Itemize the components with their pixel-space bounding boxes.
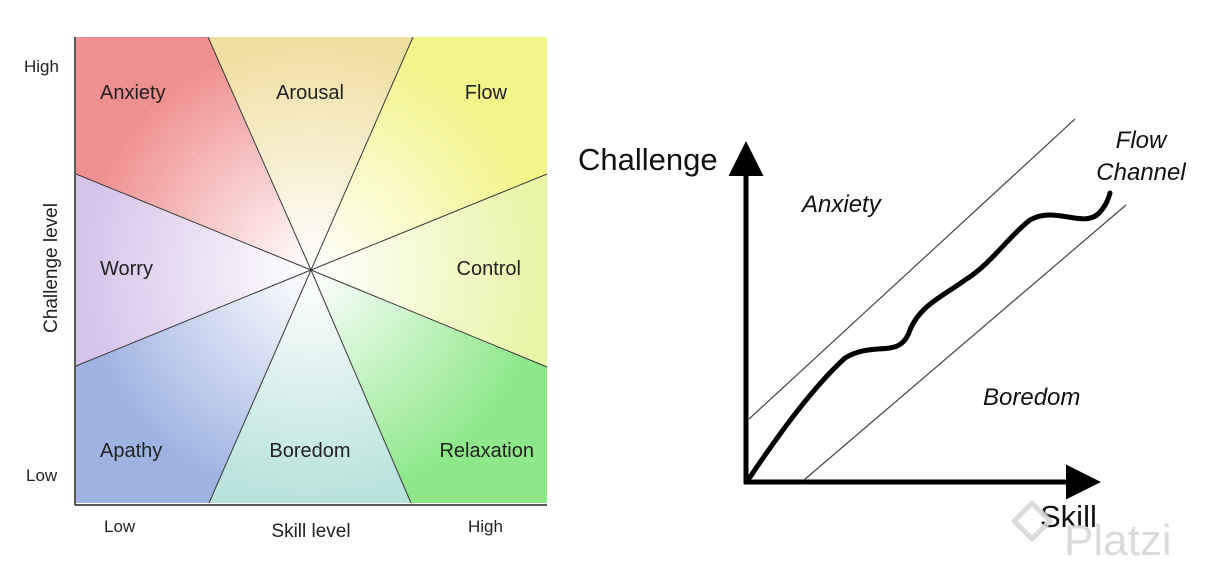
skill-axis-label: Skill — [1040, 499, 1097, 534]
zone-dividers — [75, 36, 548, 504]
left-flow-model: Anxiety Arousal Flow Worry Control Apath… — [24, 36, 548, 542]
right-flow-channel: Challenge Skill Anxiety Boredom Flow Cha… — [578, 118, 1186, 534]
zone-label-boredom: Boredom — [269, 440, 350, 462]
platzi-watermark: Platzi — [1011, 500, 1172, 565]
y-axis-high-label: High — [24, 57, 59, 76]
zone-label-worry: Worry — [100, 258, 153, 280]
zone-label-anxiety: Anxiety — [100, 82, 166, 104]
zone-label-relaxation: Relaxation — [439, 440, 534, 462]
anxiety-region-label: Anxiety — [800, 191, 883, 218]
platzi-logo-icon — [1011, 500, 1053, 542]
platzi-watermark-text: Platzi — [1064, 516, 1172, 565]
channel-upper-boundary — [748, 118, 1076, 420]
channel-lower-boundary — [803, 204, 1127, 481]
challenge-axis-label: Challenge — [578, 142, 718, 177]
boredom-region-label: Boredom — [983, 384, 1080, 411]
zone-label-apathy: Apathy — [100, 440, 162, 462]
x-axis-low-label: Low — [104, 517, 136, 536]
y-axis-low-label: Low — [26, 466, 58, 485]
x-axis-high-label: High — [468, 517, 503, 536]
flow-path-curve — [745, 190, 1113, 483]
flow-channel-label-line2: Channel — [1096, 159, 1186, 186]
flow-channel-label-line1: Flow — [1116, 127, 1168, 154]
zone-label-control: Control — [457, 258, 521, 280]
y-axis-title: Challenge level — [41, 203, 62, 333]
x-axis-title: Skill level — [271, 521, 350, 542]
zone-label-arousal: Arousal — [276, 82, 344, 104]
zone-label-flow: Flow — [465, 82, 508, 104]
